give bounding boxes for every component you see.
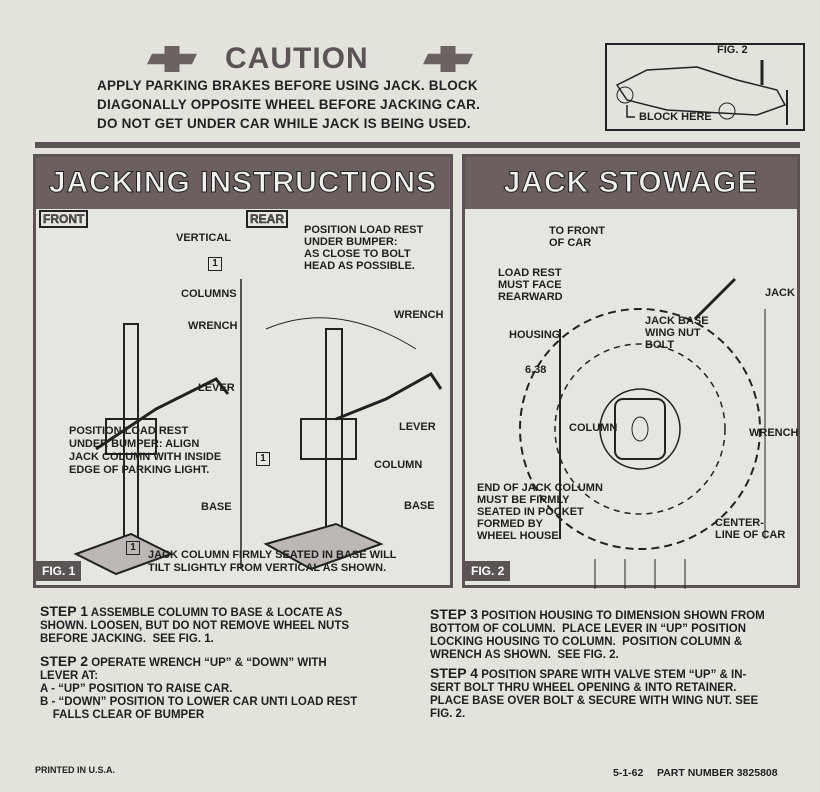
print-date: 5-1-62 [613,767,644,779]
step-2-text: OPERATE WRENCH “UP” & “DOWN” WITH LEVER … [40,657,358,721]
car-drawing [615,60,788,125]
end-column-note: END OF JACK COLUMN MUST BE FIRMLY SEATED… [477,482,603,542]
centerline-label: CENTER- LINE OF CAR [715,517,786,541]
step-1-title: STEP 1 [40,603,88,619]
to-front-label: TO FRONT OF CAR [549,225,606,249]
inset-fig-label: FIG. 2 [717,44,748,56]
front-note-box: 1 [208,257,222,271]
front-columns-label: COLUMNS [181,288,237,300]
step-3-title: STEP 3 [430,606,478,622]
jacking-instructions-panel: JACKING INSTRUCTIONS FRONT REAR VERTICAL… [33,154,453,588]
part-number: PART NUMBER 3825808 [657,767,778,779]
step-4-text: POSITION SPARE WITH VALVE STEM “UP” & IN… [430,669,759,720]
front-wrench-label: WRENCH [188,320,238,332]
inset-block-here: BLOCK HERE [639,111,712,123]
front-lever-label: LEVER [198,382,235,394]
wrench-label: WRENCH [749,427,799,439]
column-label: COLUMN [569,422,618,434]
front-note: POSITION LOAD REST UNDER BUMPER: ALIGN J… [69,425,222,476]
dimension-label: 6.38 [525,364,547,376]
step-2: STEP 2 OPERATE WRENCH “UP” & “DOWN” WITH… [40,653,358,722]
jack-stowage-panel: JACK STOWAGE TO FRONT OF CAR LOAD REST M… [462,154,800,589]
rear-tag: REAR [246,210,289,228]
housing-label: HOUSING [509,329,561,341]
divider-bar [35,142,800,148]
caution-text: APPLY PARKING BRAKES BEFORE USING JACK. … [97,78,481,131]
step-4-title: STEP 4 [430,665,478,681]
rear-note-box: 1 [256,452,270,466]
step-2-title: STEP 2 [40,653,88,669]
wingnut-label: JACK BASE WING NUT BOLT [645,315,709,351]
step-3: STEP 3 POSITION HOUSING TO DIMENSION SHO… [430,606,765,662]
fig2-label: FIG. 2 [465,561,511,581]
fig1-label: FIG. 1 [36,561,82,581]
jacking-title: JACKING INSTRUCTIONS [36,157,450,209]
footnote-text: JACK COLUMN FIRMLY SEATED IN BASE WILL T… [148,549,397,574]
stowage-drawing [519,277,766,589]
step-3-text: POSITION HOUSING TO DIMENSION SHOWN FROM… [430,610,765,661]
step-1-text: ASSEMBLE COLUMN TO BASE & LOCATE AS SHOW… [40,607,350,645]
front-base-label: BASE [201,501,232,513]
rear-column-label: COLUMN [374,459,423,471]
stowage-title: JACK STOWAGE [465,157,797,209]
front-vertical-label: VERTICAL [176,232,231,244]
bowtie-logo-left [147,46,197,72]
rear-lever-label: LEVER [399,421,436,433]
printed-in-usa: PRINTED IN U.S.A. [35,765,116,775]
jack-drawings [73,279,443,576]
step-1: STEP 1 ASSEMBLE COLUMN TO BASE & LOCATE … [40,603,350,646]
rear-note: POSITION LOAD REST UNDER BUMPER: AS CLOS… [304,224,424,272]
step-4: STEP 4 POSITION SPARE WITH VALVE STEM “U… [430,665,759,721]
jack-label: JACK [765,287,795,299]
rear-base-label: BASE [404,500,435,512]
front-tag: FRONT [39,210,89,228]
footnote-box: 1 [126,541,140,555]
load-rest-label: LOAD REST MUST FACE REARWARD [498,267,563,303]
bowtie-logo-right [423,46,473,72]
inset-car-illustration: FIG. 2 BLOCK HERE [605,43,805,131]
rear-wrench-label: WRENCH [394,309,444,321]
caution-title: CAUTION [225,42,369,75]
